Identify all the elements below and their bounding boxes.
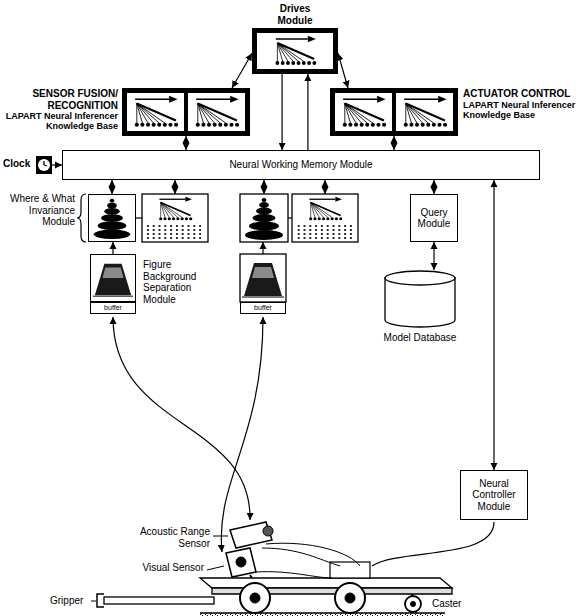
module-box: buffer (240, 302, 286, 314)
clock-hand (43, 161, 44, 165)
connector-arrow (393, 136, 394, 150)
pyramid-symbol (94, 199, 130, 239)
robot-illustration (97, 522, 452, 616)
network-box (142, 194, 208, 242)
connector-arrow (185, 136, 186, 150)
part-label: Acoustic Range Sensor (138, 526, 210, 549)
brace (77, 194, 86, 242)
label-group: buffer (104, 304, 122, 312)
module-label: Model Database (375, 332, 465, 344)
clock-hand (44, 165, 47, 166)
module-box: Clock (36, 156, 52, 174)
module-box: Query Module (410, 194, 458, 242)
clock-face (38, 159, 50, 171)
module-box: Neural Working Memory Module (62, 150, 540, 180)
module-icon (252, 28, 338, 74)
label-group: Neural Working Memory Module (229, 159, 372, 171)
label-group: Model Database (375, 332, 465, 344)
module-label: Where & What Invariance Module (5, 193, 75, 228)
label-group: Neural Controller Module (464, 478, 524, 513)
connector-arrow (111, 180, 112, 194)
figure-symbol (93, 264, 133, 297)
module-label: buffer (104, 304, 122, 312)
label-group: Figure Background Separation Module (143, 259, 223, 305)
inner-panel (396, 93, 453, 131)
connector-arrow (282, 74, 283, 150)
module-box: Drives Module (252, 28, 338, 74)
network-symbol (275, 36, 316, 65)
module-box: Where & What Invariance Module (88, 194, 136, 242)
module-label: LAPART Neural Inferencer Knowledge Base (463, 100, 583, 121)
data-arrows (136, 180, 325, 254)
module-label: buffer (254, 304, 272, 312)
module-box: Figure Background Separation Module (90, 254, 136, 302)
cylinder-top (385, 271, 455, 285)
connector-arrow (52, 164, 62, 165)
module-icon (89, 195, 137, 243)
module-icon (384, 270, 456, 328)
connector-arrow (232, 53, 252, 88)
module-label: Figure Background Separation Module (143, 259, 223, 305)
module-box: Model Database (384, 270, 456, 328)
label-group: Query Module (414, 207, 454, 230)
inner-panel (335, 93, 392, 131)
network-symbol (404, 96, 447, 127)
connector-arrow (338, 53, 348, 88)
part-label: Gripper (50, 595, 98, 607)
module-box: buffer (90, 302, 136, 314)
inner-panel (127, 93, 184, 131)
module-label: Clock (3, 158, 35, 170)
module-icon (330, 88, 458, 136)
label-group: ACTUATOR CONTROLLAPART Neural Inferencer… (463, 88, 583, 120)
label-group: buffer (254, 304, 272, 312)
module-box: SENSOR FUSION/ RECOGNITIONLAPART Neural … (122, 88, 250, 136)
module-label: ACTUATOR CONTROL (463, 88, 583, 100)
module-icon (122, 88, 250, 136)
inner-panel (188, 93, 245, 131)
sensor-cables (113, 317, 494, 566)
module-label: LAPART Neural Inferencer Knowledge Base (4, 111, 118, 132)
label-group: SENSOR FUSION/ RECOGNITIONLAPART Neural … (4, 88, 118, 132)
separation-box (240, 254, 286, 302)
network-symbol (343, 96, 386, 127)
connector-arrow (307, 74, 308, 150)
connector-arrow (112, 242, 113, 254)
connector-arrow (433, 242, 434, 270)
module-label: SENSOR FUSION/ RECOGNITION (4, 88, 118, 111)
module-label: Neural Controller Module (464, 478, 524, 513)
module-label: Drives Module (265, 3, 325, 26)
label-group: Where & What Invariance Module (5, 193, 75, 228)
part-label: Visual Sensor (140, 562, 204, 574)
module-box: Neural Controller Module (460, 470, 528, 520)
invariance-pyramid (240, 194, 288, 242)
connector-arrow (433, 180, 434, 194)
inner-panel (257, 33, 333, 69)
network-symbol (135, 96, 178, 127)
module-label: Neural Working Memory Module (229, 159, 372, 171)
part-label: Caster (432, 598, 482, 610)
label-group: Drives Module (265, 3, 325, 26)
network-box (292, 194, 358, 242)
network-symbol (196, 96, 239, 127)
module-label: Query Module (414, 207, 454, 230)
module-box: ACTUATOR CONTROLLAPART Neural Inferencer… (330, 88, 458, 136)
label-group: Clock (3, 158, 35, 170)
module-icon (91, 255, 137, 303)
connector-arrow (493, 180, 494, 470)
module-icon (36, 156, 52, 174)
